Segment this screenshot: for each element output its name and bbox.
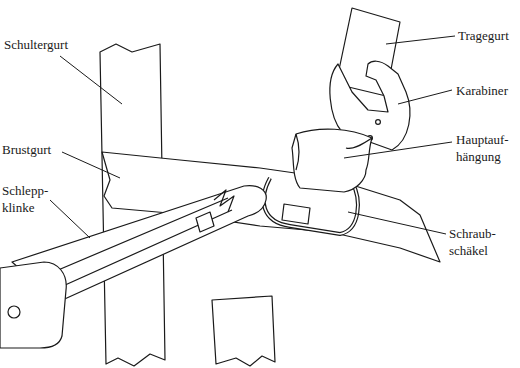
tow-release-jaw [214, 190, 234, 212]
tow-release-clip [196, 212, 214, 232]
part-label: Schultergurt [4, 36, 68, 53]
part-label: Brustgurt [2, 141, 51, 158]
leader-line [348, 212, 446, 234]
main-suspension [292, 129, 372, 192]
leader-line [344, 142, 452, 158]
part-label: Schraub- schäkel [449, 225, 496, 259]
leader-line [386, 36, 455, 44]
rivet [376, 120, 381, 125]
leader-line [62, 152, 120, 178]
part-label: Karabiner [456, 82, 508, 99]
part-label: Schlepp- klinke [2, 182, 48, 216]
main-suspension-fold [296, 134, 372, 170]
leader-line [50, 200, 90, 238]
bolt [8, 306, 20, 318]
part-label: Hauptauf- hängung [456, 131, 509, 165]
part-label: Tragegurt [458, 27, 509, 44]
tow-release-slot [44, 198, 232, 290]
tow-release-end [0, 262, 66, 348]
leader-line [60, 56, 122, 104]
screw-sleeve [282, 204, 310, 224]
leader-line [398, 90, 452, 104]
strap [212, 296, 275, 366]
